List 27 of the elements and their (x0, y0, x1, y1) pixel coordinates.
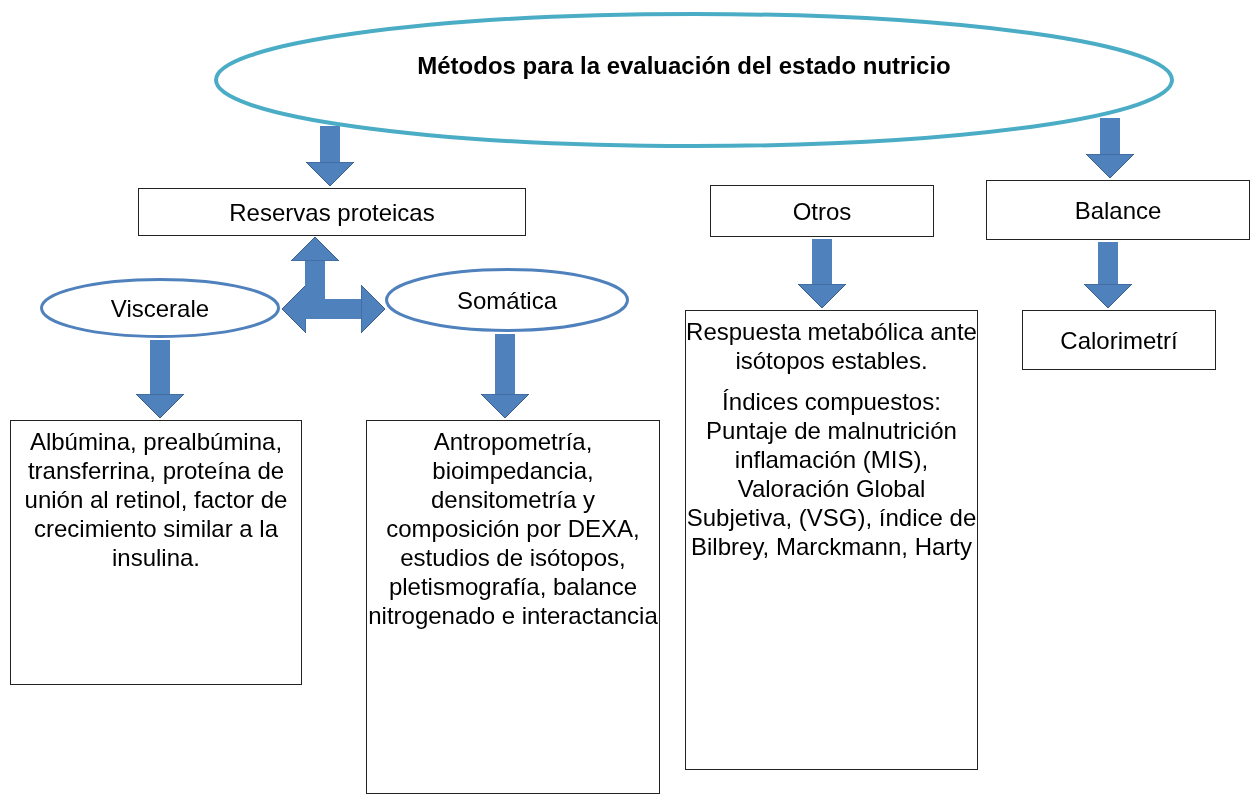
node-text: Índices compuestos: Puntaje de malnutrición inflamación (MIS), Valoración Global Subjetiva, (VSG), índice de Bilbrey, Marckmann, Harty (686, 387, 977, 561)
subcategory-ellipse (40, 278, 280, 338)
subcategory-ellipse (385, 268, 629, 332)
node-text: Respuesta metabólica ante isótopos estables. (686, 317, 977, 375)
node-text: Métodos para la evaluación del estado nutricio (417, 50, 951, 80)
method-box (685, 310, 978, 770)
node-text: Otros (792, 196, 852, 226)
block-arrow (305, 126, 355, 187)
category-box (986, 180, 1250, 240)
node-text: Calorimetrí (1060, 325, 1178, 355)
node-text: Somática (456, 285, 557, 315)
method-box (1022, 310, 1216, 370)
node-text: Albúmina, prealbúmina, transferrina, proteína de unión al retinol, factor de crecimiento similar a la insulina. (23, 427, 289, 572)
title-ellipse (214, 12, 1174, 148)
block-arrow (797, 239, 847, 309)
node-text: Reservas proteicas (229, 197, 435, 227)
block-arrow (480, 334, 530, 419)
node-text: Antropometría, bioimpedancia, densitometría y composición por DEXA, estudios de isótopos, pletismografía, balance nitrogenado e interactancia (367, 427, 659, 630)
method-box (10, 420, 302, 685)
category-box (710, 185, 934, 237)
block-arrow (1085, 118, 1135, 179)
block-arrow (1083, 242, 1133, 309)
block-arrow (135, 340, 185, 419)
method-box (366, 420, 660, 794)
node-text: Balance (1074, 195, 1162, 225)
node-text: Viscerale (110, 293, 210, 323)
category-box (138, 188, 526, 236)
